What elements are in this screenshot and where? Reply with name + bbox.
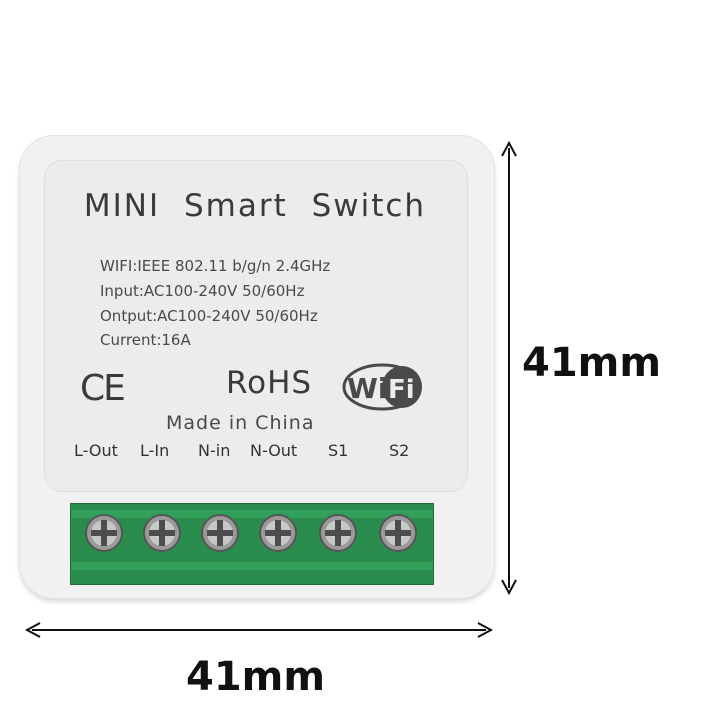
terminal-rib (71, 510, 433, 518)
screw-icon (85, 514, 123, 552)
made-in-label: Made in China (166, 412, 315, 434)
spec-output: Ontput:AC100-240V 50/60Hz (100, 307, 318, 325)
spec-current: Current:16A (100, 331, 191, 349)
svg-text:Fi: Fi (388, 375, 415, 405)
terminal-block (70, 503, 434, 585)
spec-wifi: WIFI:IEEE 802.11 b/g/n 2.4GHz (100, 257, 331, 275)
dimension-arrow-icon (24, 622, 494, 638)
screw-icon (319, 514, 357, 552)
screw-icon (143, 514, 181, 552)
wifi-logo-text: Wi (347, 372, 387, 405)
terminal-label-s1: S1 (328, 441, 349, 460)
screw-icon (379, 514, 417, 552)
dimension-arrow-icon (501, 140, 517, 596)
terminal-label-l-in: L-In (140, 441, 170, 460)
terminal-rib (71, 562, 433, 570)
height-dimension-label: 41mm (522, 340, 662, 386)
screw-icon (259, 514, 297, 552)
product-title: MINI Smart Switch (83, 188, 427, 224)
terminal-label-n-in: N-in (198, 441, 231, 460)
spec-input: Input:AC100-240V 50/60Hz (100, 282, 305, 300)
terminal-label-s2: S2 (389, 441, 410, 460)
rohs-mark: RoHS (226, 365, 313, 401)
width-dimension-label: 41mm (186, 654, 326, 700)
terminal-label-l-out: L-Out (74, 441, 118, 460)
terminal-label-n-out: N-Out (250, 441, 298, 460)
label-panel (44, 160, 468, 492)
screw-icon (201, 514, 239, 552)
wifi-logo-icon: Wi Fi (342, 363, 422, 411)
ce-mark-icon: CE (80, 368, 126, 409)
